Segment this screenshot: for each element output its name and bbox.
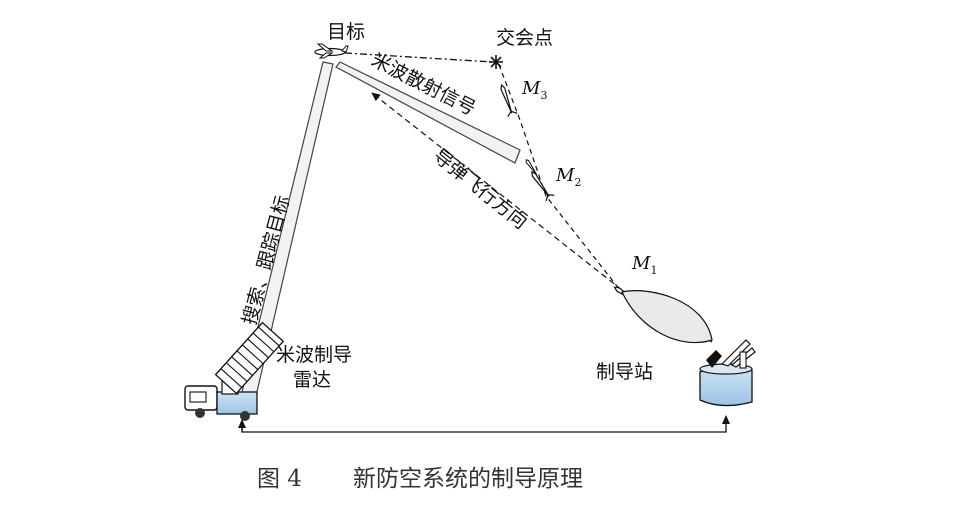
radar-station-link xyxy=(241,415,730,433)
station-label: 制导站 xyxy=(596,361,653,383)
guidance-station-icon xyxy=(699,339,756,407)
radar-antenna-panel xyxy=(214,321,285,395)
station-radar-lobe xyxy=(621,290,713,344)
intercept-point-label: 交会点 xyxy=(496,27,553,49)
radar-label-line1: 米波制导 xyxy=(276,344,352,366)
guided-flight-dashed-line xyxy=(371,92,623,291)
radar-label-line2: 雷达 xyxy=(293,369,331,391)
target-aircraft-icon xyxy=(314,43,349,59)
intercept-star-icon xyxy=(489,55,503,69)
scatter-signal-beam xyxy=(335,61,521,164)
target-to-intercept-line xyxy=(344,52,494,63)
missile-label-m1: M1 xyxy=(631,253,657,277)
caption-text: 新防空系统的制导原理 xyxy=(353,466,583,492)
missile-near-m2 xyxy=(525,159,538,175)
missile-label-m2: M2 xyxy=(555,165,581,189)
caption-number: 图 4 xyxy=(257,466,302,492)
missile-m3 xyxy=(500,83,518,118)
missile-trajectory xyxy=(497,61,713,343)
missile-m2 xyxy=(531,170,555,202)
target-label: 目标 xyxy=(327,21,365,43)
missile-label-m3: M3 xyxy=(521,78,547,102)
